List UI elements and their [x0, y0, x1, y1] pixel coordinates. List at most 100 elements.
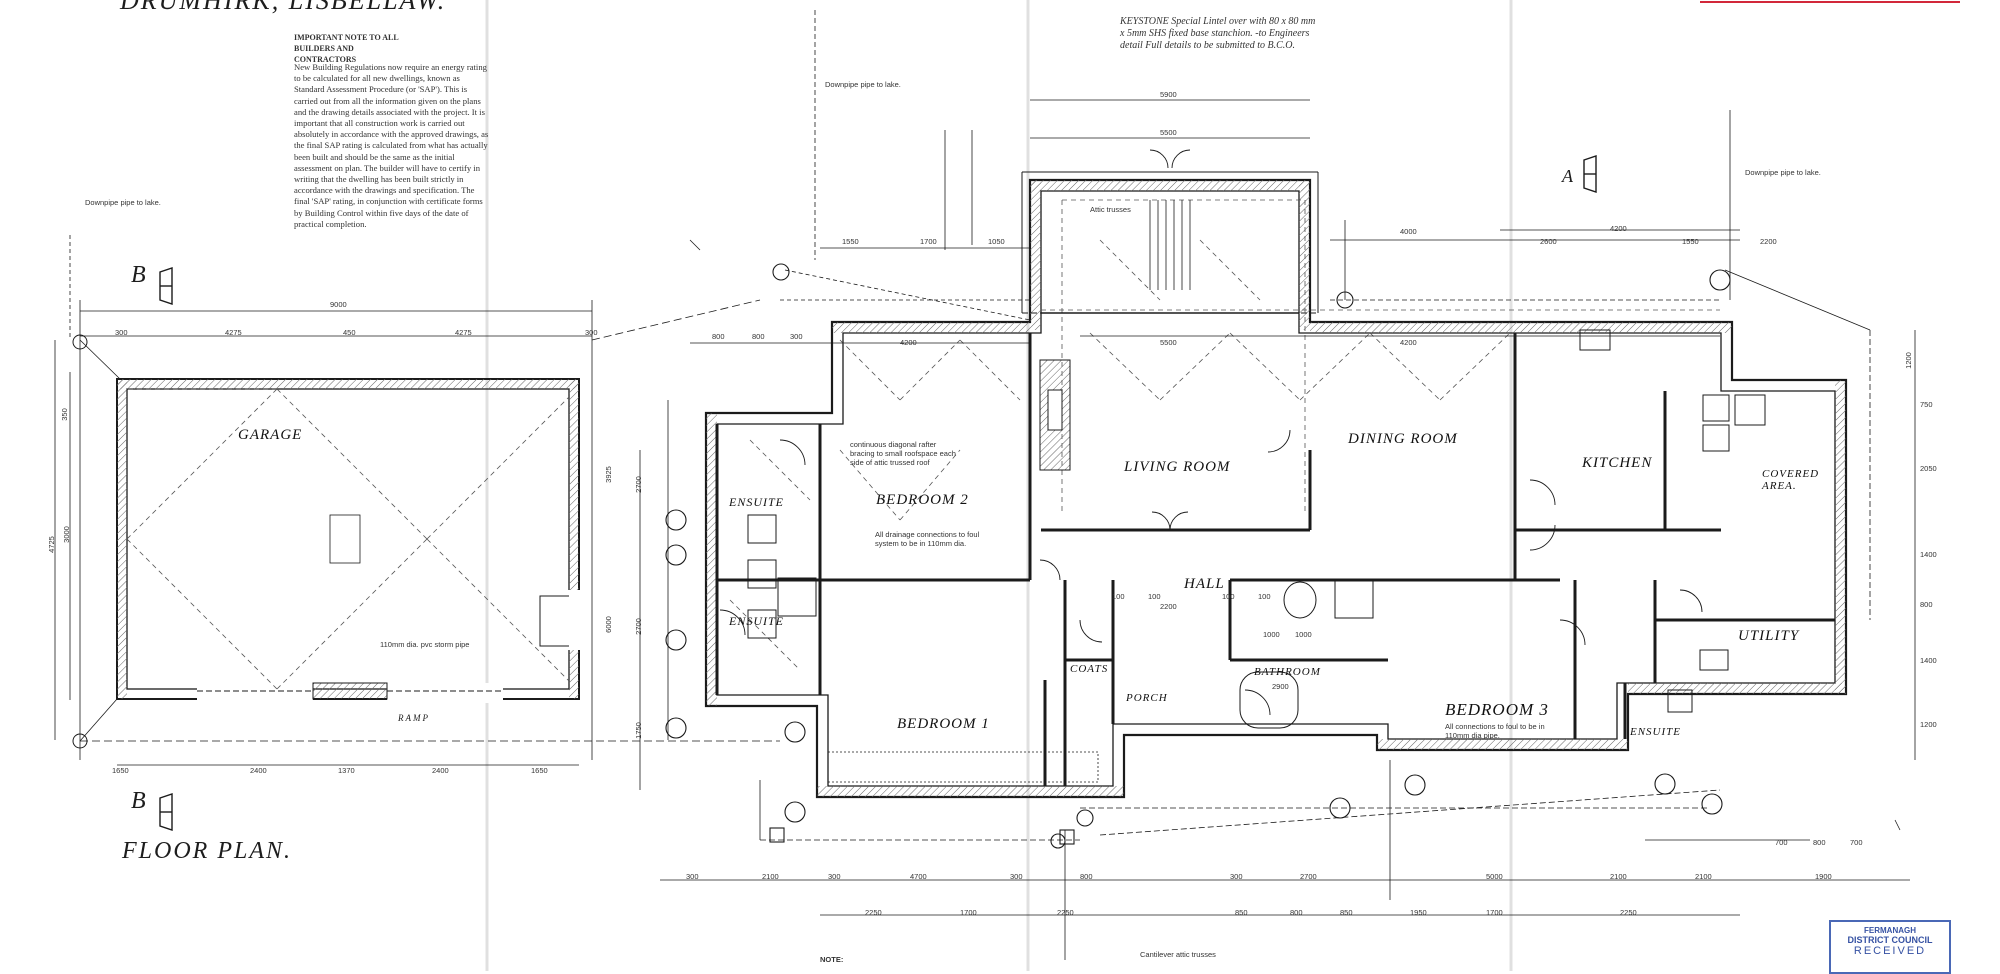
- door-swings: [719, 149, 1703, 716]
- keystone-note: KEYSTONE Special Lintel over with 80 x 8…: [1120, 16, 1316, 51]
- room-ensuite-lower: ENSUITE: [729, 614, 784, 628]
- dim-bottom2: 850: [1340, 908, 1353, 917]
- dim-bottom: 2700: [1300, 872, 1317, 881]
- room-ensuite-upper: ENSUITE: [729, 495, 784, 509]
- room-bedroom-2: BEDROOM 2: [876, 492, 969, 508]
- dim-main-top-left: 1550: [842, 237, 859, 246]
- note-heading: IMPORTANT NOTE TO ALL BUILDERS AND CONTR…: [294, 33, 399, 65]
- dim-bottom2: 800: [1290, 908, 1303, 917]
- note-body: New Building Regulations now require an …: [294, 62, 489, 229]
- drainage-chambers: [665, 263, 1731, 849]
- section-marker-a: [1583, 155, 1597, 193]
- dim-kitchen-top: 1550: [1682, 237, 1699, 246]
- scan-fold-lines: [485, 0, 1513, 971]
- dim-living-width: 5500: [1160, 338, 1177, 347]
- room-porch: PORCH: [1126, 692, 1168, 704]
- dim-kitchen-top: 2200: [1760, 237, 1777, 246]
- inspection-chamber: [72, 733, 88, 749]
- dim-kitchen-top: 4000: [1400, 227, 1417, 236]
- dim-garage-bottom: 2400: [432, 766, 449, 775]
- room-coats: COATS: [1070, 663, 1109, 675]
- main-dimensions: [639, 10, 1916, 960]
- dim-main-top-mid: 800: [712, 332, 725, 341]
- dim-bottom2: 1700: [960, 908, 977, 917]
- cantilever-note: Cantilever attic trusses: [1140, 950, 1216, 959]
- dim-main-top-mid: 4200: [900, 338, 917, 347]
- dim-top-overall: 5900: [1160, 90, 1177, 99]
- section-marker-b: [159, 267, 173, 831]
- dim-bottom: 2100: [1610, 872, 1627, 881]
- downpipe-note: Downpipe pipe to lake.: [825, 80, 901, 89]
- dim-main-top-mid: 800: [752, 332, 765, 341]
- dim-bottom2: 1950: [1410, 908, 1427, 917]
- dim-bottom: 5000: [1486, 872, 1503, 881]
- dim-kitchen-second: 2600: [1540, 237, 1557, 246]
- section-label-b-bottom: B: [131, 788, 148, 814]
- dim-bottom: 4700: [910, 872, 927, 881]
- section-label-b-top: B: [131, 262, 148, 288]
- dim-kitchen-top: 4200: [1610, 224, 1627, 233]
- room-garage: GARAGE: [238, 427, 303, 443]
- room-bedroom-3: BEDROOM 3: [1445, 700, 1549, 719]
- dim-garage-seg: 450: [343, 328, 356, 337]
- dim-right-small: 800: [1813, 838, 1826, 847]
- dim-right: 1200: [1920, 720, 1937, 729]
- dim-main-top-left: 1700: [920, 237, 937, 246]
- dim-dining-width: 4200: [1400, 338, 1417, 347]
- dim-top-inner: 5500: [1160, 128, 1177, 137]
- room-kitchen: KITCHEN: [1582, 455, 1653, 471]
- dim-bottom: 2100: [1695, 872, 1712, 881]
- bay-outline: [1021, 171, 1319, 314]
- room-ensuite-3: ENSUITE: [1630, 726, 1681, 738]
- stamp-line-3: RECEIVED: [1853, 945, 1927, 957]
- dim-garage-seg: 300: [585, 328, 598, 337]
- dim-garage-inner: 6000: [603, 616, 613, 633]
- drainage-note: All drainage connections to foul system …: [875, 530, 980, 548]
- room-bedroom-1: BEDROOM 1: [897, 716, 990, 732]
- dim-right: 1400: [1920, 656, 1937, 665]
- sanitary-fittings: [747, 329, 1766, 729]
- room-utility: UTILITY: [1738, 628, 1800, 644]
- ramp-area: [827, 751, 1099, 783]
- inspection-chamber: [72, 334, 88, 350]
- dim-bottom: 300: [1230, 872, 1243, 881]
- trusses-note: Attic trusses: [1090, 205, 1131, 214]
- stamp-line-2: DISTRICT COUNCIL: [1847, 935, 1933, 945]
- dim-garage-bottom: 1370: [338, 766, 355, 775]
- dim-bottom2: 2250: [1057, 908, 1074, 917]
- dim-bottom: 300: [828, 872, 841, 881]
- dim-right: 1200: [1903, 352, 1913, 369]
- downpipe-note: Downpipe pipe to lake.: [1745, 168, 1821, 177]
- dim-bottom: 300: [1010, 872, 1023, 881]
- dim-hall: 100: [1148, 592, 1161, 601]
- drawing-title: DRUMHIRK, LISBELLAW.: [120, 0, 447, 15]
- dim-garage-overall: 9000: [330, 300, 347, 309]
- bay-floor-lines: [1041, 200, 1299, 314]
- dim-bottom: 1900: [1815, 872, 1832, 881]
- dim-garage-right: 3925: [603, 466, 613, 483]
- drain-note: 110mm dia. pvc storm pipe: [380, 640, 470, 649]
- bracing-note: continuous diagonal rafter bracing to sm…: [850, 440, 956, 467]
- dim-garage-seg: 300: [115, 328, 128, 337]
- dim-right-small: 700: [1850, 838, 1863, 847]
- ramp-label: RAMP: [398, 713, 430, 723]
- internal-walls: [715, 333, 1835, 786]
- dim-garage-left: 4725: [46, 536, 56, 553]
- dim-bedroom-vertical: 2700: [633, 476, 643, 493]
- dim-bottom: 800: [1080, 872, 1093, 881]
- note-label: NOTE:: [820, 955, 844, 964]
- dim-hall: 2200: [1160, 602, 1177, 611]
- room-hall: HALL: [1184, 576, 1225, 592]
- room-living: LIVING ROOM: [1124, 459, 1231, 475]
- dim-hall: 100: [1112, 592, 1125, 601]
- room-bathroom: BATHROOM: [1254, 666, 1321, 678]
- bedroom3-note: All connections to foul to be in 110mm d…: [1445, 722, 1545, 740]
- fireplace: [1047, 389, 1063, 431]
- dim-hall: 100: [1258, 592, 1271, 601]
- dim-garage-bottom: 1650: [531, 766, 548, 775]
- dim-garage-seg: 4275: [225, 328, 242, 337]
- house-walls: [704, 178, 1848, 799]
- dim-right: 800: [1920, 600, 1933, 609]
- dim-bottom2: 1700: [1486, 908, 1503, 917]
- dim-bottom2: 2250: [865, 908, 882, 917]
